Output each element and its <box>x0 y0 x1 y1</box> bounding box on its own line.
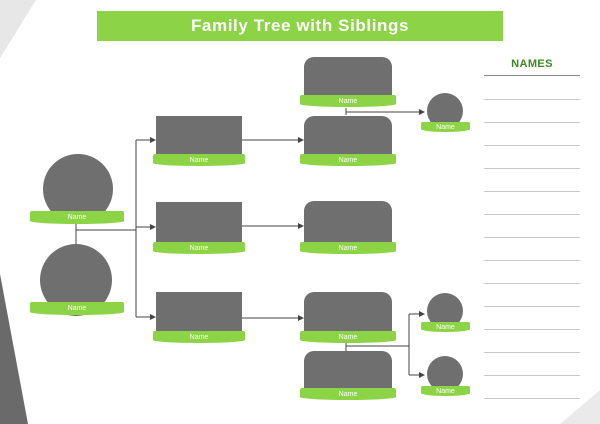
photo-placeholder-spouse-1 <box>304 57 392 102</box>
name-label-spouse-4: Name <box>300 331 396 343</box>
names-line-8 <box>484 260 580 261</box>
names-heading-rule <box>484 75 580 76</box>
names-line-10 <box>484 306 580 307</box>
names-line-13 <box>484 375 580 376</box>
photo-placeholder-sibling-2 <box>156 202 242 246</box>
names-heading: NAMES <box>511 58 553 70</box>
corner-decoration-bottom-right <box>560 390 600 424</box>
names-line-12 <box>484 352 580 353</box>
name-label-child-2: Name <box>421 322 470 332</box>
photo-placeholder-spouse-2 <box>304 116 392 160</box>
name-label-spouse-1: Name <box>300 95 396 107</box>
names-line-4 <box>484 168 580 169</box>
names-line-2 <box>484 122 580 123</box>
photo-placeholder-sibling-1 <box>156 116 242 160</box>
names-line-14 <box>484 398 580 399</box>
name-label-spouse-2: Name <box>300 154 396 166</box>
names-line-5 <box>484 191 580 192</box>
name-label-sibling-1: Name <box>153 154 245 166</box>
name-label-sibling-3: Name <box>153 331 245 343</box>
names-line-11 <box>484 329 580 330</box>
photo-placeholder-sibling-3 <box>156 292 242 336</box>
names-line-3 <box>484 145 580 146</box>
name-label-spouse-3: Name <box>300 242 396 254</box>
name-label-sibling-2: Name <box>153 242 245 254</box>
name-label-parent-1: Name <box>30 211 124 224</box>
names-line-7 <box>484 237 580 238</box>
corner-decoration-bottom-left <box>0 274 28 424</box>
names-line-1 <box>484 99 580 100</box>
name-label-child-3: Name <box>421 386 470 396</box>
watermark: · · · · · <box>574 412 588 418</box>
name-label-spouse-5: Name <box>300 388 396 400</box>
photo-placeholder-spouse-4 <box>304 292 392 336</box>
corner-decoration-top-left <box>0 0 36 58</box>
page-title: Family Tree with Siblings <box>97 11 503 41</box>
name-label-parent-2: Name <box>30 302 124 315</box>
names-line-6 <box>484 214 580 215</box>
name-label-child-1: Name <box>421 122 470 132</box>
photo-placeholder-spouse-3 <box>304 201 392 245</box>
names-line-9 <box>484 283 580 284</box>
